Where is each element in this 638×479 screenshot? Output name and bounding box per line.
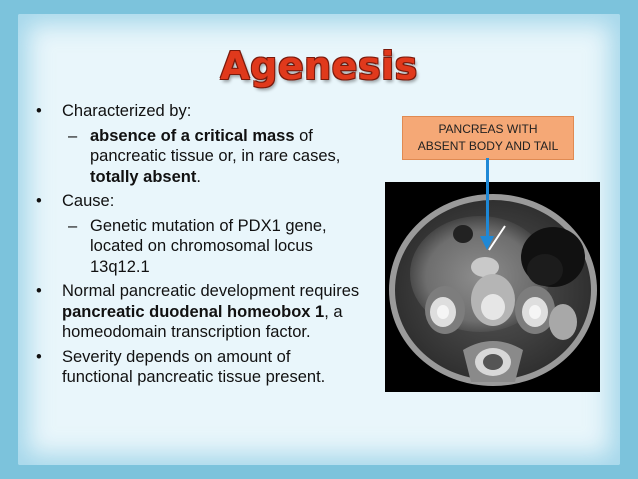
sub-bullet-text: Genetic mutation of PDX1 gene, located o… bbox=[90, 216, 327, 276]
sub-bullet-text: . bbox=[196, 167, 201, 186]
callout-line-1: PANCREAS WITH bbox=[438, 122, 538, 136]
slide-title: Agenesis bbox=[220, 44, 418, 88]
bullet-text: Cause: bbox=[62, 192, 115, 210]
bullet-list: Characterized by: – absence of a critica… bbox=[30, 101, 365, 392]
bullet-cause: Cause: bbox=[30, 191, 365, 212]
sub-bullet-text: of pancreatic tissue or, in rare cases, bbox=[90, 126, 341, 166]
bullet-severity: Severity depends on amount of functional… bbox=[30, 347, 365, 388]
bold-text: absence of a critical mass bbox=[90, 126, 295, 145]
sub-bullet-absence: – absence of a critical mass of pancreat… bbox=[68, 126, 341, 186]
callout-label: PANCREAS WITH ABSENT BODY AND TAIL bbox=[402, 116, 574, 160]
sub-bullet-genetic: – Genetic mutation of PDX1 gene, located… bbox=[68, 216, 327, 276]
bullet-normal-development: Normal pancreatic development requires p… bbox=[30, 281, 365, 343]
bullet-text: Characterized by: bbox=[62, 102, 192, 120]
ct-scan-image bbox=[385, 182, 600, 392]
bullet-text: Normal pancreatic development requires bbox=[62, 282, 360, 300]
bullet-text: , a homeodomain transcription factor. bbox=[62, 302, 343, 342]
ct-scan-graphic bbox=[385, 182, 600, 392]
bold-text: totally absent bbox=[90, 167, 197, 186]
arrow-line bbox=[486, 158, 489, 242]
bold-text: pancreatic duodenal homeobox 1 bbox=[62, 302, 325, 321]
callout-line-2: ABSENT BODY AND TAIL bbox=[417, 139, 559, 153]
bullet-characterized: Characterized by: bbox=[30, 101, 365, 122]
bullet-text: Severity depends on amount of functional… bbox=[62, 347, 326, 387]
arrow-down-icon bbox=[480, 236, 494, 250]
